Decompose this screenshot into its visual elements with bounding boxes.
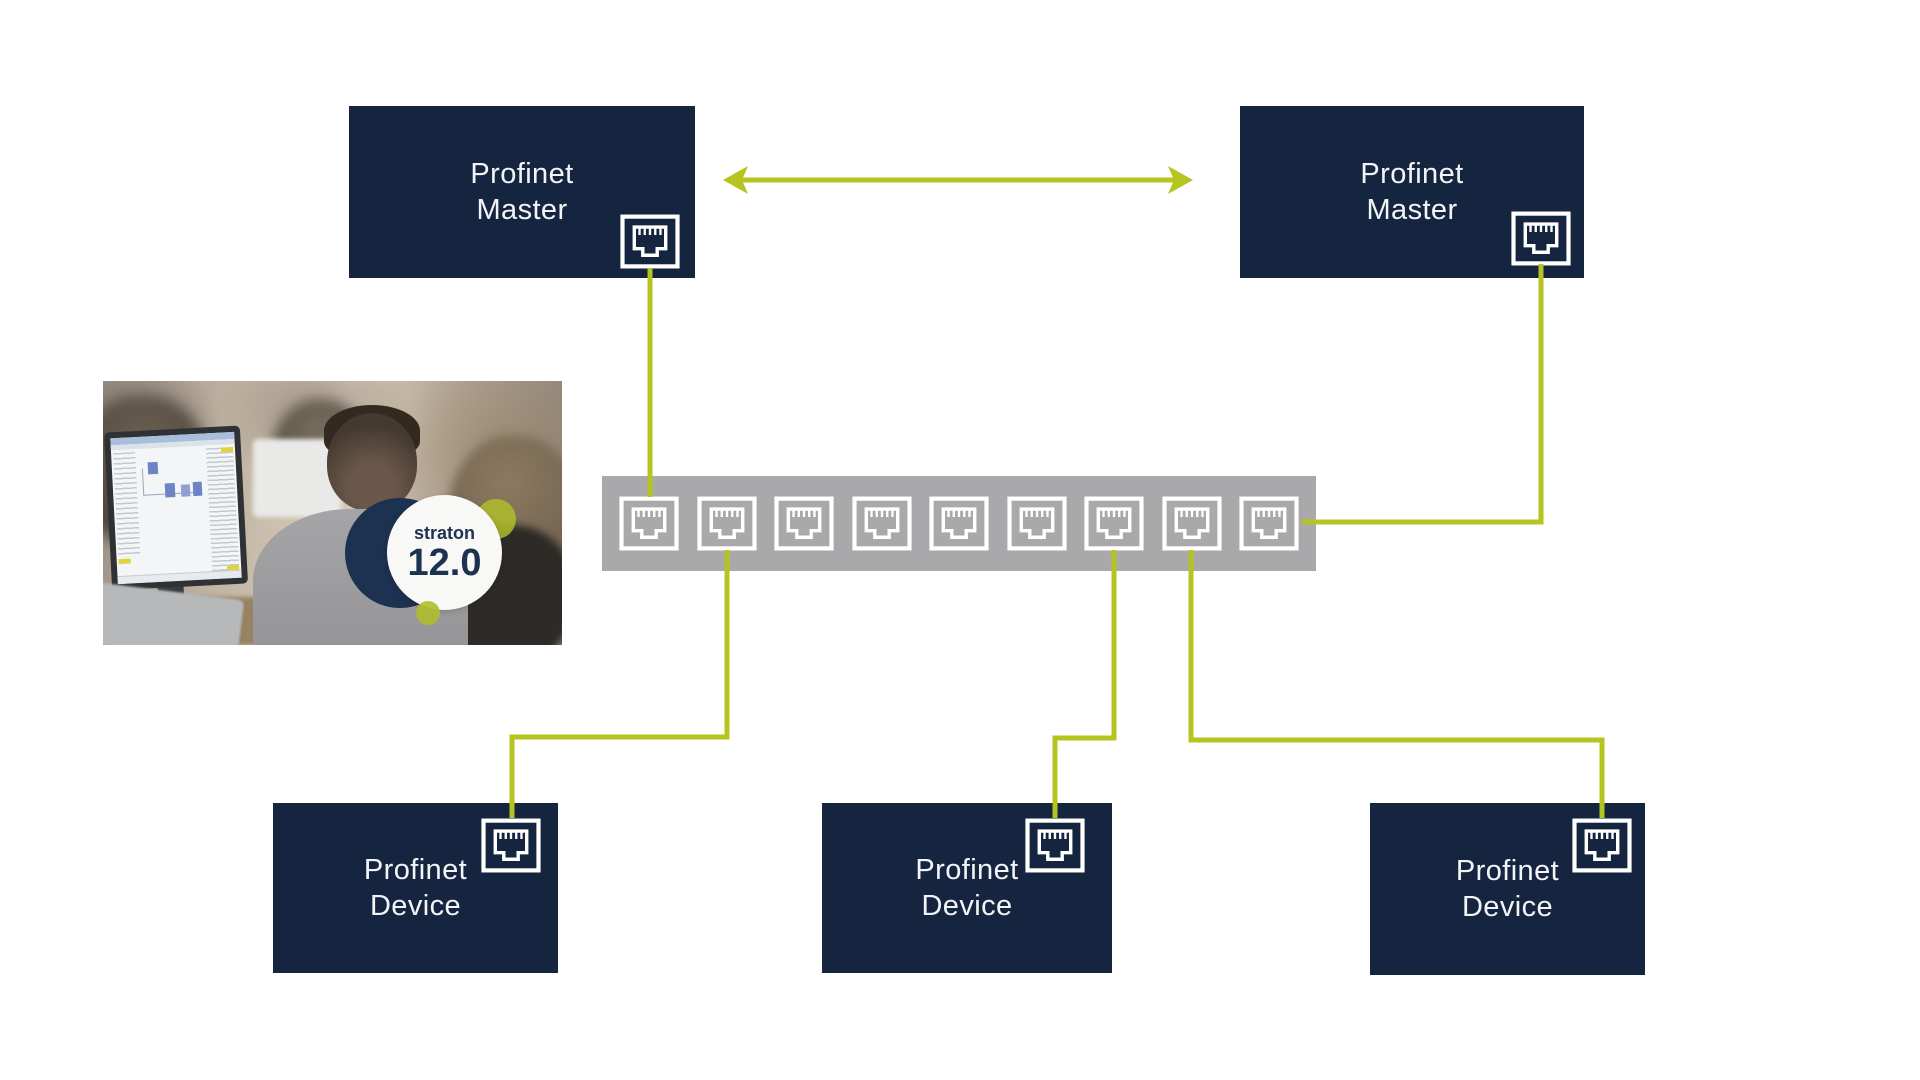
node-profinet-master-left: Profinet Master [349, 106, 695, 278]
ethernet-port-icon [1083, 496, 1145, 551]
ethernet-port-icon [1161, 496, 1223, 551]
straton-promo-image: straton 12.0 [103, 381, 562, 645]
switch-port [1161, 496, 1223, 551]
node-label: Profinet Device [1455, 855, 1560, 923]
switch-port [618, 496, 680, 551]
switch-port [696, 496, 758, 551]
switch-port [1238, 496, 1300, 551]
badge-olive-circle-small [416, 601, 440, 625]
photo-background-computer [253, 439, 341, 517]
node-label: Profinet Device [363, 854, 468, 922]
ethernet-port-icon [619, 214, 681, 269]
arrowhead-right [1168, 166, 1193, 194]
ethernet-port-icon [928, 496, 990, 551]
ethernet-port-icon [1238, 496, 1300, 551]
ethernet-port-icon [480, 818, 542, 873]
cable-switch-to-device-center [1052, 550, 1117, 818]
node-profinet-device-center: Profinet Device [822, 803, 1112, 973]
arrowhead-left [723, 166, 748, 194]
node-label: Profinet Device [915, 854, 1019, 922]
cable-master-right-to-switch [1302, 264, 1544, 525]
badge-brand-text: straton [413, 522, 475, 543]
cable-switch-to-device-right [1188, 550, 1605, 818]
ethernet-port-icon [1510, 211, 1572, 266]
ethernet-port-icon [851, 496, 913, 551]
switch-port [773, 496, 835, 551]
node-profinet-device-left: Profinet Device [273, 803, 558, 973]
switch-port [1006, 496, 1068, 551]
ethernet-port-icon [696, 496, 758, 551]
node-profinet-master-right: Profinet Master [1240, 106, 1584, 278]
node-profinet-device-right: Profinet Device [1370, 803, 1645, 975]
ethernet-port-icon [1571, 818, 1633, 873]
ethernet-port-icon [773, 496, 835, 551]
ethernet-switch [602, 476, 1316, 571]
badge-version-text: 12.0 [407, 541, 482, 584]
photo-person-head [327, 413, 417, 511]
ethernet-port-icon [1006, 496, 1068, 551]
ethernet-port-icon [1024, 818, 1086, 873]
photo-ide-screen [110, 431, 242, 585]
switch-port [928, 496, 990, 551]
node-label: Profinet Master [1360, 158, 1464, 226]
switch-port [1083, 496, 1145, 551]
ethernet-port-icon [618, 496, 680, 551]
node-label: Profinet Master [470, 158, 574, 226]
photo-monitor [103, 425, 249, 591]
photo-laptop [103, 582, 245, 645]
switch-port [851, 496, 913, 551]
straton-version-badge: straton 12.0 [387, 495, 502, 610]
